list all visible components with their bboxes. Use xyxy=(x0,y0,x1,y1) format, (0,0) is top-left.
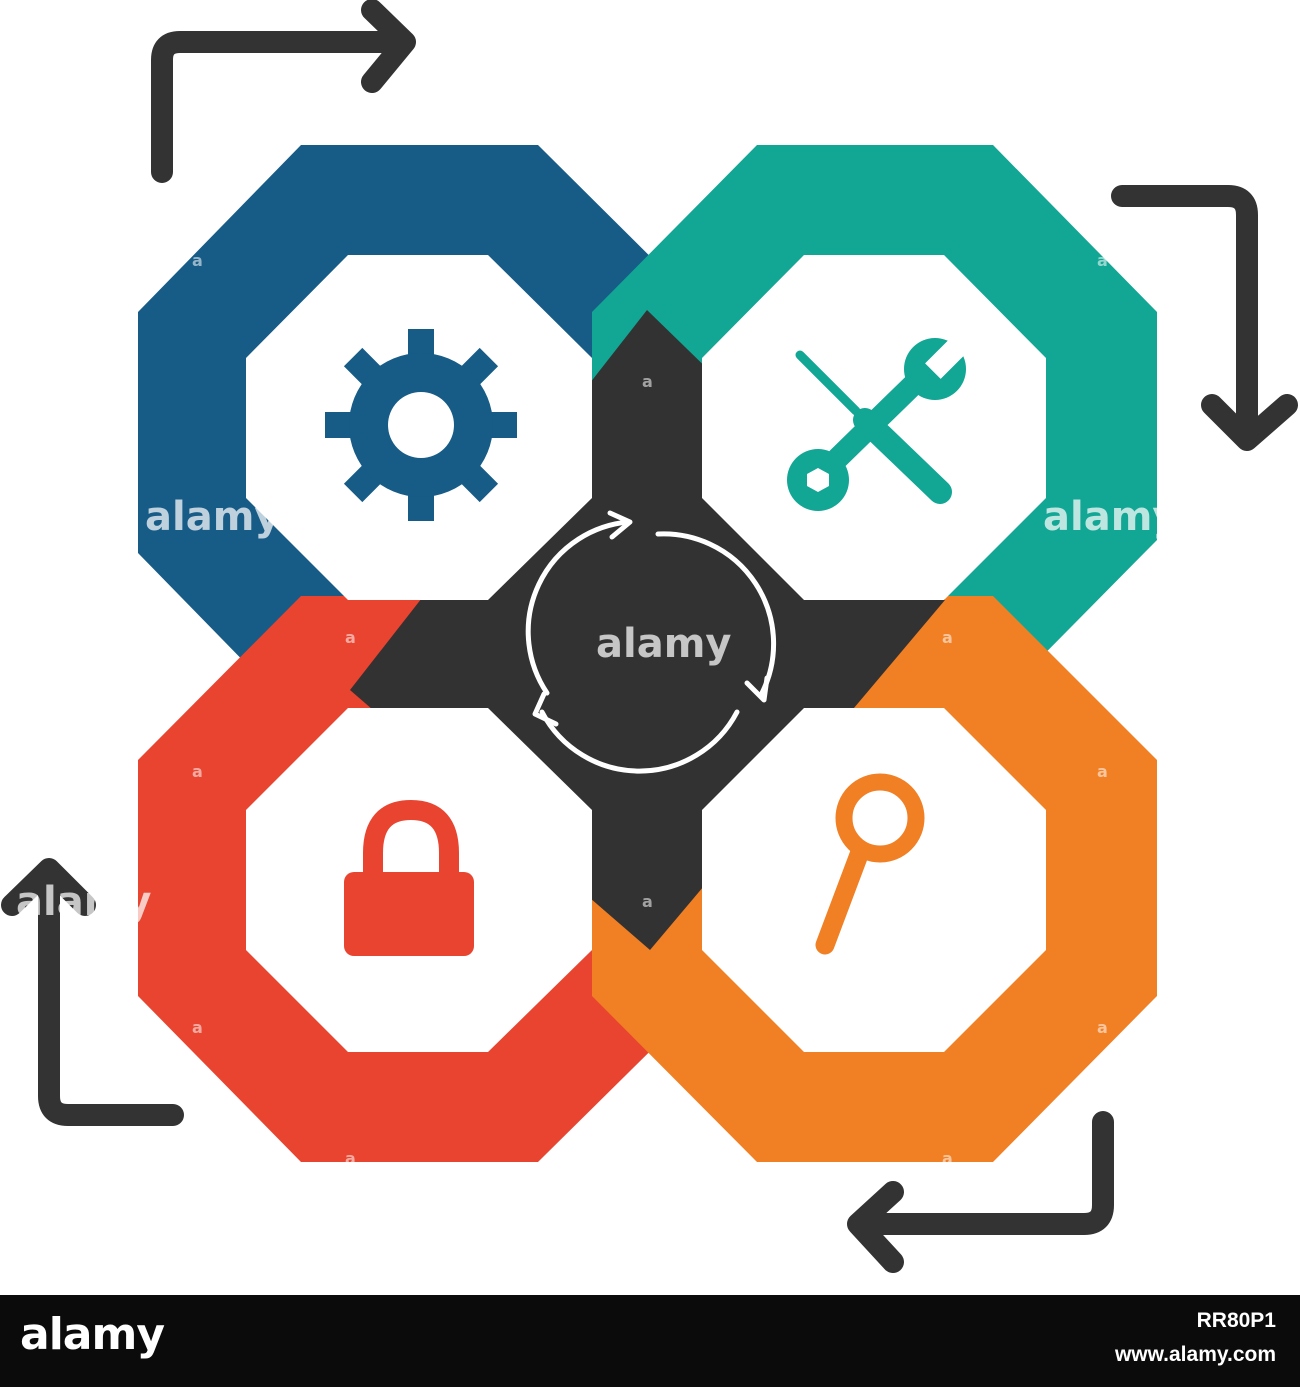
watermark-mark: a xyxy=(1097,1018,1108,1037)
watermark-mark: a xyxy=(1097,251,1108,270)
watermark-mark: a xyxy=(192,762,203,781)
watermark-mark: a xyxy=(192,251,203,270)
watermark-mark: a xyxy=(942,1149,953,1168)
watermark-mark: a xyxy=(642,892,653,911)
watermark-center: alamy xyxy=(596,621,731,667)
tools-icon xyxy=(787,330,974,511)
watermark-bottom-left: alamy xyxy=(16,879,151,925)
arrow-right-down xyxy=(1111,185,1298,451)
flow-arrows xyxy=(1,0,1298,1273)
watermark: alamy alamy alamy alamy a a a a a a a a … xyxy=(16,251,1178,1168)
magnifier-icon xyxy=(815,773,925,955)
footer-bar: alamy RR80P1 www.alamy.com xyxy=(0,1295,1300,1387)
watermark-left: alamy xyxy=(145,494,280,540)
watermark-mark: a xyxy=(345,628,356,647)
watermark-mark: a xyxy=(942,628,953,647)
arrow-bottom-left xyxy=(847,1111,1114,1273)
cycle-arrows-icon xyxy=(525,510,777,774)
watermark-mark: a xyxy=(345,1149,356,1168)
image-id: RR80P1 xyxy=(1196,1309,1276,1332)
watermark-mark: a xyxy=(192,1018,203,1037)
arrow-left-up xyxy=(1,858,184,1126)
watermark-mark: a xyxy=(1097,762,1108,781)
footer-url: www.alamy.com xyxy=(1114,1343,1276,1366)
cycle-diagram: alamy alamy alamy alamy a a a a a a a a … xyxy=(1,0,1298,1273)
watermark-right: alamy xyxy=(1043,494,1178,540)
arrow-top-right xyxy=(151,0,416,183)
gear-icon xyxy=(325,329,517,521)
lock-icon xyxy=(344,799,474,956)
inner-bottom-right xyxy=(702,708,1046,1052)
footer-logo: alamy xyxy=(20,1309,165,1360)
watermark-mark: a xyxy=(642,372,653,391)
